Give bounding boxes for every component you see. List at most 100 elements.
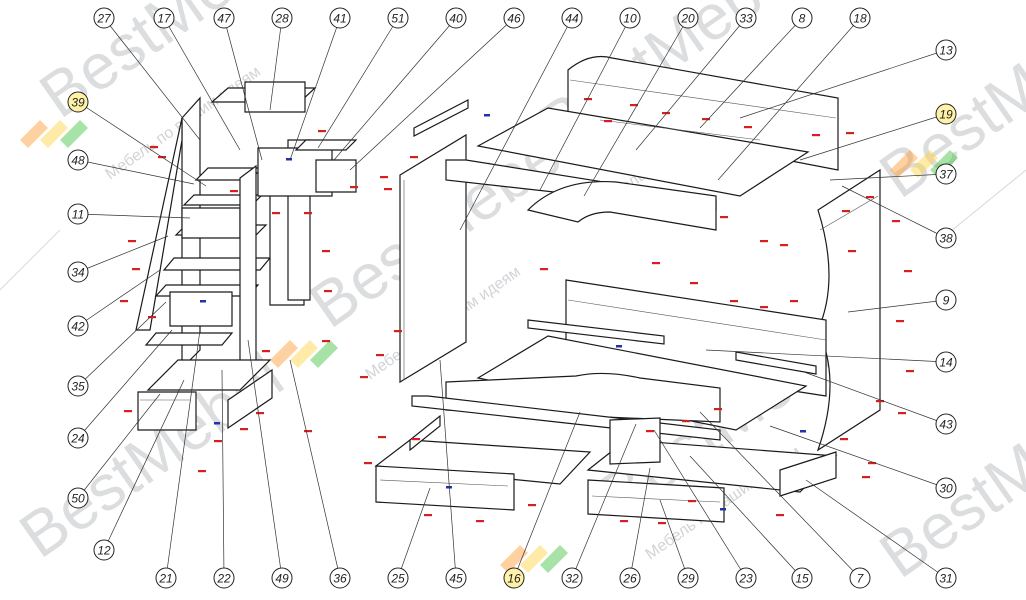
callout-number: 14	[939, 356, 953, 370]
callout-number: 39	[71, 96, 85, 110]
fastener-markers	[120, 98, 914, 525]
red-fastener-mark	[730, 300, 738, 303]
bed-left-end	[399, 133, 467, 384]
callout-47: 47	[213, 7, 235, 29]
callout-circle	[67, 427, 89, 449]
callout-48: 48	[67, 149, 89, 171]
callout-circle	[67, 261, 89, 283]
red-fastener-mark	[360, 376, 368, 379]
callout-41: 41	[329, 7, 351, 29]
red-fastener-mark	[744, 126, 752, 129]
red-fastener-mark	[132, 268, 140, 271]
callout-circle	[677, 7, 699, 29]
callout-number: 42	[71, 320, 85, 334]
leader-line-28	[269, 17, 283, 111]
red-fastener-mark	[658, 522, 666, 525]
leader-line-18	[717, 17, 861, 181]
callout-number: 40	[449, 12, 463, 26]
step-6	[144, 332, 234, 346]
callout-circle	[935, 351, 957, 373]
callout-27: 27	[93, 7, 115, 29]
red-fastener-mark	[646, 430, 654, 433]
callout-number: 37	[939, 168, 954, 182]
callout-number: 24	[70, 432, 85, 446]
callout-number: 28	[274, 12, 289, 26]
callout-circle	[619, 7, 641, 29]
red-fastener-mark	[256, 412, 264, 415]
callout-number: 43	[939, 418, 953, 432]
callout-51: 51	[387, 7, 409, 29]
red-fastener-mark	[322, 340, 330, 343]
callout-29: 29	[677, 567, 699, 589]
red-fastener-mark	[682, 420, 690, 423]
callout-circle	[735, 7, 757, 29]
leader-line-19	[799, 113, 947, 161]
callout-circle	[935, 163, 957, 185]
red-fastener-mark	[214, 440, 222, 443]
leader-line-24	[77, 329, 173, 439]
red-fastener-mark	[198, 470, 206, 473]
callout-number: 46	[507, 12, 521, 26]
blue-fastener-mark	[720, 508, 726, 511]
upper-rail	[413, 99, 469, 137]
callout-number: 11	[72, 208, 84, 222]
callout-number: 12	[97, 544, 111, 558]
small-drawer-bottom	[294, 139, 358, 151]
leader-line-40	[333, 17, 457, 161]
leader-line-20	[583, 17, 689, 197]
callout-circle	[67, 487, 89, 509]
furniture-parts	[135, 55, 881, 523]
red-fastener-mark	[384, 188, 392, 191]
callout-circle	[271, 7, 293, 29]
callout-circle	[935, 227, 957, 249]
callout-number: 26	[622, 572, 637, 586]
callout-number: 19	[939, 108, 953, 122]
red-fastener-mark	[720, 216, 728, 219]
callout-20: 20	[677, 7, 699, 29]
callout-number: 21	[158, 572, 172, 586]
red-fastener-mark	[906, 370, 914, 373]
red-fastener-mark	[304, 212, 312, 215]
red-fastener-mark	[812, 134, 820, 137]
red-fastener-mark	[584, 98, 592, 101]
callout-number: 8	[799, 12, 806, 26]
callout-circle	[935, 103, 957, 125]
callout-43: 43	[935, 413, 957, 435]
callout-number: 30	[939, 482, 953, 496]
red-fastener-mark	[376, 354, 384, 357]
callout-number: 47	[217, 12, 232, 26]
callout-38: 38	[935, 227, 957, 249]
callout-circle	[155, 567, 177, 589]
callout-7: 7	[849, 567, 871, 589]
callout-number: 51	[391, 12, 404, 26]
callout-number: 7	[857, 572, 865, 586]
callout-10: 10	[619, 7, 641, 29]
red-fastener-mark	[892, 220, 900, 223]
leader-line-31	[805, 479, 947, 579]
callout-circle	[271, 567, 293, 589]
callout-number: 50	[71, 492, 85, 506]
callout-circle	[93, 539, 115, 561]
leader-line-41	[289, 17, 341, 161]
leader-line-43	[803, 371, 947, 425]
callout-circle	[67, 375, 89, 397]
callout-number: 48	[71, 154, 85, 168]
callout-22: 22	[213, 567, 235, 589]
watermark-brand: BestMebel	[867, 359, 1026, 591]
red-fastener-mark	[688, 500, 696, 503]
callout-number: 27	[96, 12, 112, 26]
callout-number: 18	[853, 12, 867, 26]
top-back	[244, 81, 306, 113]
leader-line-36	[289, 359, 341, 579]
callout-number: 44	[565, 12, 579, 26]
step-front-board	[181, 207, 241, 239]
callout-circle	[503, 567, 525, 589]
leader-line-29	[659, 499, 689, 579]
red-fastener-mark	[690, 282, 698, 285]
leader-line-22	[221, 369, 225, 579]
red-fastener-mark	[840, 438, 848, 441]
under-drawer-2-end	[609, 417, 661, 465]
slat-strip	[527, 319, 665, 345]
red-fastener-mark	[714, 408, 722, 411]
